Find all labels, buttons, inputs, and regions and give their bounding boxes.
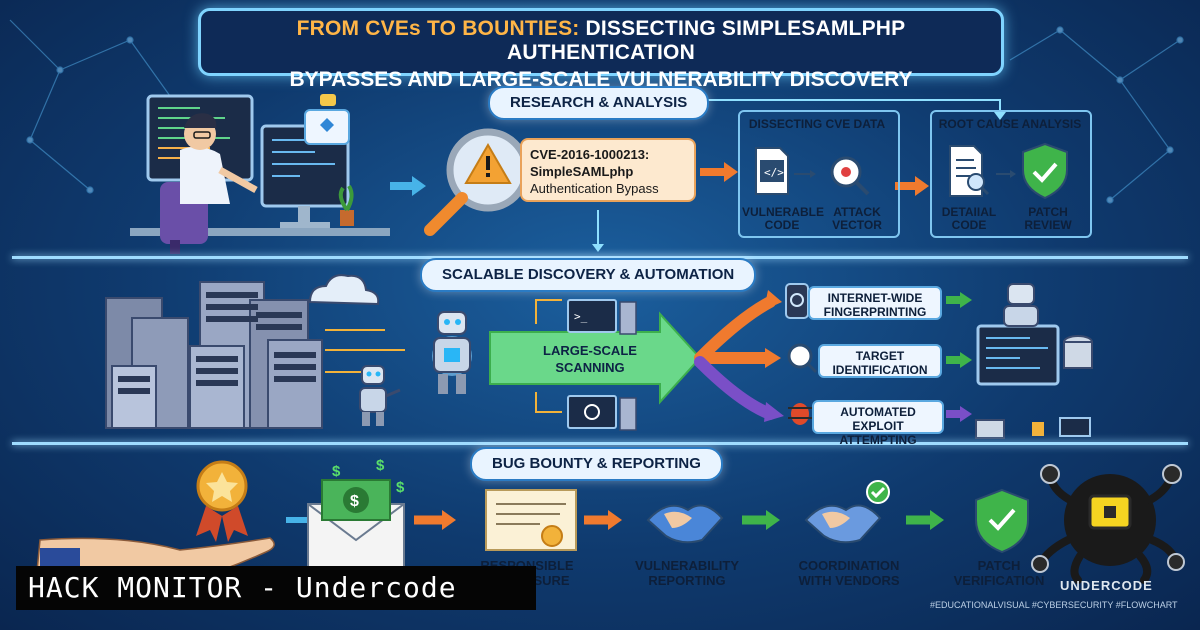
rootcause-right-l2: REVIEW — [1024, 218, 1072, 232]
scanning-l1: LARGE-SCALE — [543, 343, 637, 358]
robot-illustration — [359, 311, 472, 426]
researcher-illustration — [130, 94, 390, 254]
scanning-arrow — [489, 311, 702, 405]
section-research: RESEARCH & ANALYSIS — [488, 86, 710, 120]
cve-box: CVE-2016-1000213: SimpleSAMLphp Authenti… — [520, 138, 696, 202]
step-patch-l1: PATCH — [977, 558, 1021, 573]
step-reporting-l2: REPORTING — [648, 573, 726, 588]
svg-text:$: $ — [396, 479, 405, 496]
rootcause-left-l2: CODE — [951, 218, 987, 232]
hashtags: #EDUCATIONALVISUAL #CYBERSECURITY #FLOWC… — [930, 600, 1178, 610]
svg-text:</>: </> — [764, 166, 784, 179]
svg-text:>_: >_ — [574, 310, 588, 323]
title-line-1: FROM CVEs TO BOUNTIES: DISSECTING SIMPLE… — [201, 17, 1001, 65]
step-coordination-l1: COORDINATION — [798, 558, 900, 573]
svg-text:$: $ — [332, 463, 341, 480]
svg-text:$: $ — [350, 493, 359, 510]
svg-text:$: $ — [376, 457, 385, 474]
dissect-card — [738, 110, 900, 238]
scanning-label: LARGE-SCALE SCANNING — [530, 342, 650, 376]
bounty-illustrations: $ $ $ $ — [35, 457, 1029, 583]
divider-2 — [12, 442, 1188, 445]
dissect-left-l2: CODE — [764, 218, 800, 232]
rootcause-card — [930, 110, 1092, 238]
rootcause-right-l1: PATCH — [1028, 205, 1068, 219]
undercode-mascot-logo — [1031, 464, 1185, 584]
task-identification-l1: TARGET — [855, 349, 905, 363]
cve-id: CVE-2016-1000213: — [530, 147, 650, 162]
step-patch-l2: VERIFICATION — [953, 573, 1045, 588]
divider-1 — [12, 256, 1188, 259]
task-fingerprinting-l2: FINGERPRINTING — [823, 305, 927, 319]
task-fingerprinting-l1: INTERNET-WIDE — [827, 291, 923, 305]
cve-description: Authentication Bypass — [530, 181, 659, 196]
task-exploit-l2: EXPLOIT ATTEMPTING — [839, 419, 917, 447]
title-line-2: BYPASSES AND LARGE-SCALE VULNERABILITY D… — [289, 68, 913, 91]
undercode-brand: UNDERCODE — [1060, 578, 1153, 593]
rootcause-title: ROOT CAUSE ANALYSIS — [938, 117, 1082, 131]
task-exploit-l1: AUTOMATED — [840, 405, 916, 419]
dissect-title: DISSECTING CVE DATA — [748, 117, 886, 131]
title-highlight: FROM CVEs TO BOUNTIES: — [296, 17, 580, 40]
hack-monitor-banner: HACK MONITOR - Undercode — [16, 566, 536, 610]
title-box: FROM CVEs TO BOUNTIES: DISSECTING SIMPLE… — [198, 8, 1004, 91]
scanning-l2: SCANNING — [555, 360, 625, 375]
title-line-1-rest: DISSECTING SIMPLESAMLPHP AUTHENTICATION — [507, 17, 906, 64]
section-discovery: SCALABLE DISCOVERY & AUTOMATION — [420, 258, 757, 292]
dissect-right-l1: ATTACK — [833, 205, 881, 219]
section-bounty: BUG BOUNTY & REPORTING — [470, 447, 723, 481]
task-identification-l2: IDENTIFICATION — [832, 363, 928, 377]
step-reporting-l1: VULNERABILITY — [635, 558, 739, 573]
cve-product: SimpleSAMLphp — [530, 164, 634, 179]
step-coordination-l2: WITH VENDORS — [798, 573, 900, 588]
server-rack-illustration — [105, 274, 405, 429]
dissect-right-l2: VECTOR — [832, 218, 882, 232]
dissect-left-l1: VULNERABLE — [742, 205, 825, 219]
rootcause-left-l1: DETAIIAL — [941, 205, 997, 219]
magnifier-warning-icon — [424, 128, 530, 236]
